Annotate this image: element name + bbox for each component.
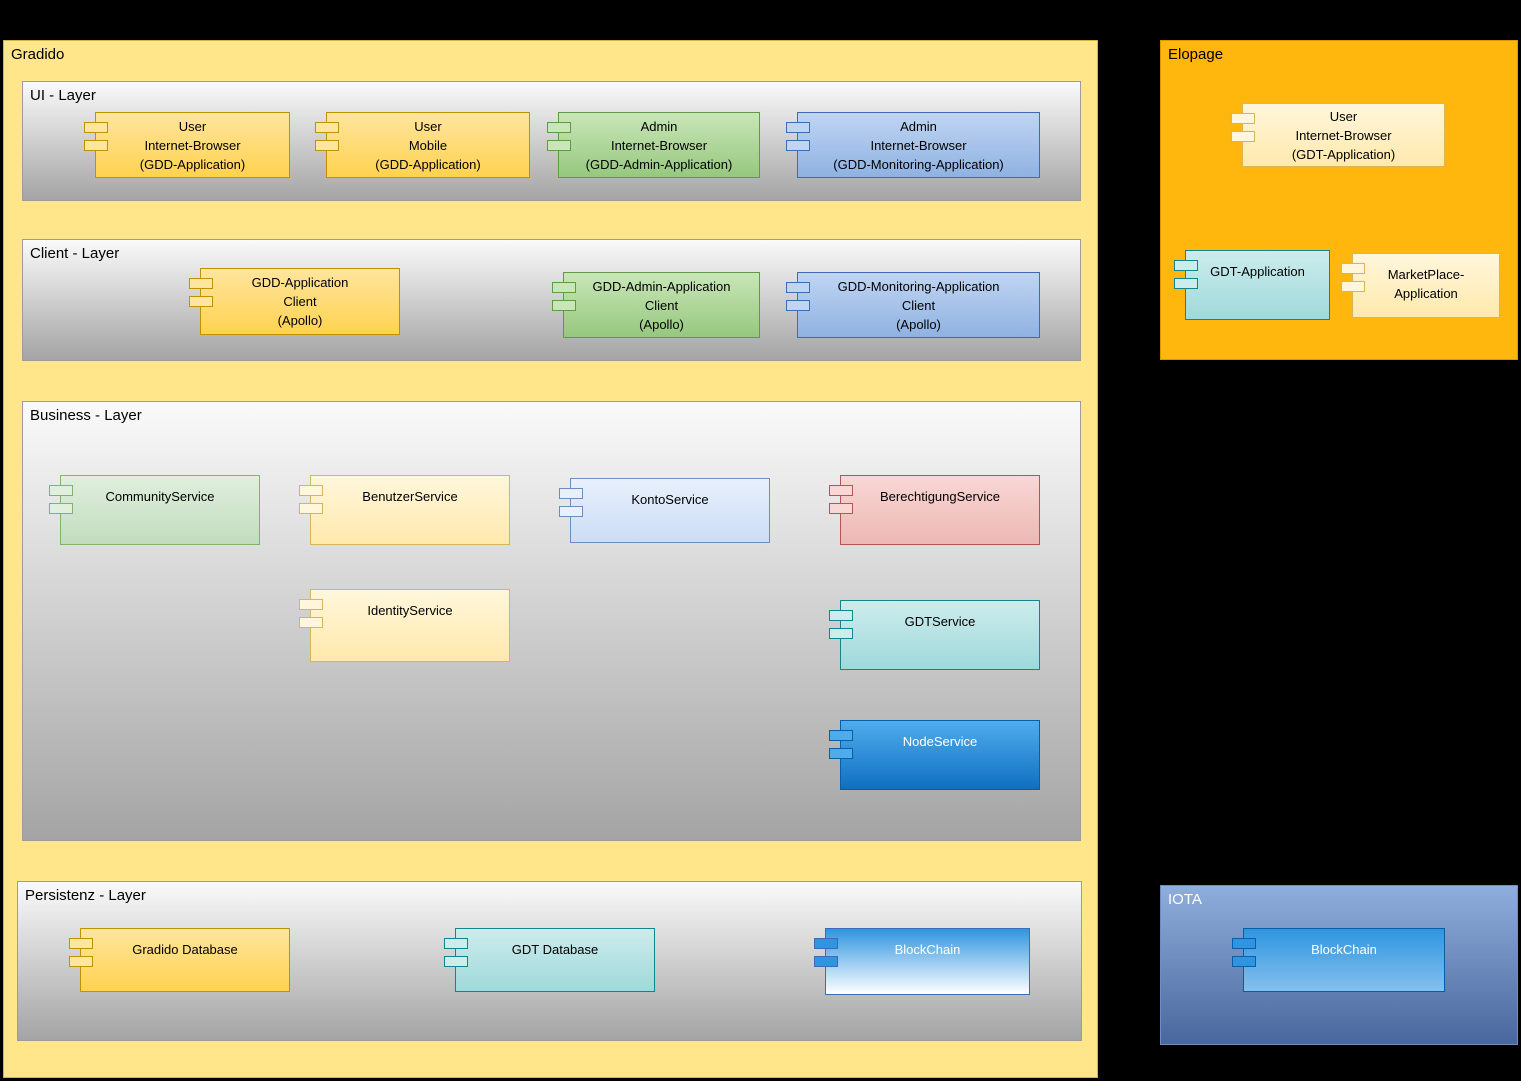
component-label: KontoService [631,492,709,507]
component-label: GDT Database [511,942,599,957]
component-port-icon [189,296,213,307]
component-port-icon [829,730,853,741]
component-port-icon [49,503,73,514]
component-port-icon [189,278,213,289]
component-label: BerechtigungService [880,489,1000,504]
component-node-service: NodeService [829,720,1040,790]
component-port-icon [84,122,108,133]
component-gdt-application: GDT-Application [1174,250,1330,320]
container-elopage-label: Elopage [1168,46,1224,63]
component-port-icon [1174,260,1198,271]
component-label: BenutzerService [362,489,458,504]
container-gradido: Gradido UI - Layer Client - Layer Busine… [3,40,1098,1078]
component-port-icon [829,503,853,514]
component-port-icon [299,503,323,514]
component-gdt-service: GDTService [829,600,1040,670]
component-label: GDT-Application [1210,264,1305,279]
component-label: NodeService [902,734,978,749]
component-port-icon [69,956,93,967]
component-port-icon [1341,281,1365,292]
component-port-icon [299,617,323,628]
layer-client-label: Client - Layer [30,245,120,262]
component-port-icon [829,748,853,759]
component-identity-service: IdentityService [299,589,510,662]
component-port-icon [84,140,108,151]
component-konto-service: KontoService [559,478,770,543]
layer-ui-label: UI - Layer [30,87,96,104]
component-port-icon [444,956,468,967]
component-label: Gradido Database [132,942,238,957]
component-port-icon [49,485,73,496]
component-port-icon [559,506,583,517]
component-port-icon [786,282,810,293]
component-port-icon [552,282,576,293]
component-benutzer-service: BenutzerService [299,475,510,545]
component-port-icon [299,599,323,610]
layer-business-label: Business - Layer [30,407,142,424]
component-port-icon [552,300,576,311]
component-blockchain-persistenz: BlockChain [814,928,1030,995]
component-marketplace-application: MarketPlace-Application [1341,253,1500,318]
component-port-icon [786,140,810,151]
component-port-icon [829,628,853,639]
component-port-icon [547,122,571,133]
component-label: BlockChain [894,942,961,957]
component-gdt-database: GDT Database [444,928,655,992]
component-port-icon [829,610,853,621]
component-port-icon [559,488,583,499]
component-port-icon [786,300,810,311]
component-label: CommunityService [105,489,215,504]
component-port-icon [1341,263,1365,274]
component-port-icon [1232,956,1256,967]
container-gradido-label: Gradido [11,46,65,63]
layer-persistenz-label: Persistenz - Layer [25,887,146,904]
component-gradido-database: Gradido Database [69,928,290,992]
component-port-icon [315,122,339,133]
component-port-icon [1231,131,1255,142]
component-port-icon [829,485,853,496]
component-port-icon [1231,113,1255,124]
component-blockchain-iota: BlockChain [1232,928,1445,992]
component-port-icon [444,938,468,949]
component-port-icon [1174,278,1198,289]
component-label: GDTService [904,614,976,629]
component-port-icon [814,938,838,949]
component-port-icon [814,956,838,967]
component-community-service: CommunityService [49,475,260,545]
component-port-icon [786,122,810,133]
container-iota-label: IOTA [1168,891,1202,908]
component-port-icon [299,485,323,496]
component-port-icon [547,140,571,151]
component-label: MarketPlace-Application [1387,267,1465,301]
component-berechtigung-service: BerechtigungService [829,475,1040,545]
component-port-icon [1232,938,1256,949]
component-port-icon [69,938,93,949]
component-label: IdentityService [367,603,453,618]
component-label: BlockChain [1311,942,1377,957]
component-port-icon [315,140,339,151]
